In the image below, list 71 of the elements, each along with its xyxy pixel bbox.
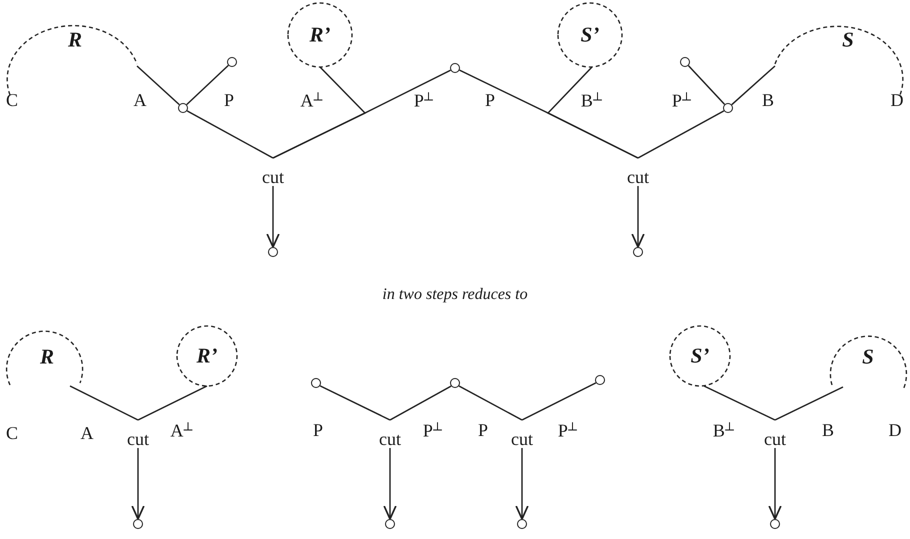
link-line bbox=[458, 385, 522, 421]
formula-label: P$^{⊥}$ bbox=[672, 90, 692, 110]
small-circle bbox=[633, 247, 643, 257]
module-label: R bbox=[40, 346, 54, 368]
small-circle bbox=[450, 378, 460, 388]
small-circle bbox=[450, 63, 460, 73]
cut-label: cut bbox=[255, 158, 291, 186]
module-label: S’ bbox=[690, 346, 710, 366]
arrow bbox=[768, 448, 782, 520]
arrow bbox=[631, 186, 645, 248]
formula-label: P bbox=[485, 91, 495, 109]
formula-label: B$^{⊥}$ bbox=[580, 90, 604, 110]
module-label: R’ bbox=[196, 346, 218, 366]
link-line bbox=[186, 64, 229, 106]
module-label: S’ bbox=[580, 24, 600, 46]
module-label: S bbox=[862, 346, 874, 368]
formula-label: P bbox=[313, 421, 323, 439]
formula-label: B bbox=[762, 91, 774, 109]
formula-label: A bbox=[80, 424, 94, 442]
small-circle bbox=[770, 519, 780, 529]
link-line bbox=[390, 385, 452, 421]
arrow bbox=[515, 448, 529, 520]
formula-label: P bbox=[224, 91, 234, 109]
small-circle bbox=[595, 375, 605, 385]
link-line bbox=[136, 65, 180, 106]
link-line bbox=[688, 65, 726, 105]
cut-label: cut bbox=[120, 420, 156, 448]
formula-label: A$^{⊥}$ bbox=[300, 90, 324, 110]
cut-label: cut bbox=[620, 158, 656, 186]
link-line bbox=[186, 110, 274, 159]
module-label: R bbox=[68, 30, 82, 50]
small-circle bbox=[680, 57, 690, 67]
link-line bbox=[546, 66, 638, 159]
link-line bbox=[522, 382, 596, 421]
small-circle bbox=[723, 103, 733, 113]
link-line bbox=[704, 385, 776, 421]
formula-label: P$^{⊥}$ bbox=[558, 420, 578, 440]
cut-label: cut bbox=[372, 420, 408, 448]
formula-label: D bbox=[888, 421, 902, 439]
module-label: S bbox=[842, 30, 854, 50]
formula-label: P$^{⊥}$ bbox=[422, 420, 444, 440]
small-circle bbox=[385, 519, 395, 529]
formula-label: A$^{⊥}$ bbox=[170, 420, 194, 440]
reduction-note: in two steps reduces to bbox=[382, 287, 528, 303]
link-line bbox=[272, 70, 451, 159]
link-line bbox=[70, 385, 138, 421]
formula-label: D bbox=[890, 91, 904, 109]
small-circle bbox=[133, 519, 143, 529]
formula-label: B bbox=[822, 421, 834, 439]
link-line bbox=[138, 385, 208, 421]
formula-label: C bbox=[6, 424, 18, 442]
link-line bbox=[774, 386, 844, 421]
small-circle bbox=[517, 519, 527, 529]
small-circle bbox=[311, 378, 321, 388]
small-circle bbox=[227, 57, 237, 67]
formula-label: C bbox=[6, 91, 18, 109]
small-circle bbox=[268, 247, 278, 257]
formula-label: P$^{⊥}$ bbox=[414, 90, 434, 110]
cut-label: cut bbox=[757, 420, 793, 448]
link-line bbox=[320, 385, 390, 421]
link-line bbox=[731, 65, 776, 106]
formula-label: P bbox=[478, 421, 488, 439]
arrow bbox=[131, 448, 145, 520]
arrow bbox=[266, 186, 280, 248]
formula-label: A bbox=[134, 91, 146, 109]
module-label: R’ bbox=[310, 24, 330, 46]
cut-label: cut bbox=[504, 420, 540, 448]
link-line bbox=[638, 110, 724, 159]
arrow bbox=[383, 448, 397, 520]
formula-label: B$^{⊥}$ bbox=[712, 420, 736, 440]
small-circle bbox=[178, 103, 188, 113]
